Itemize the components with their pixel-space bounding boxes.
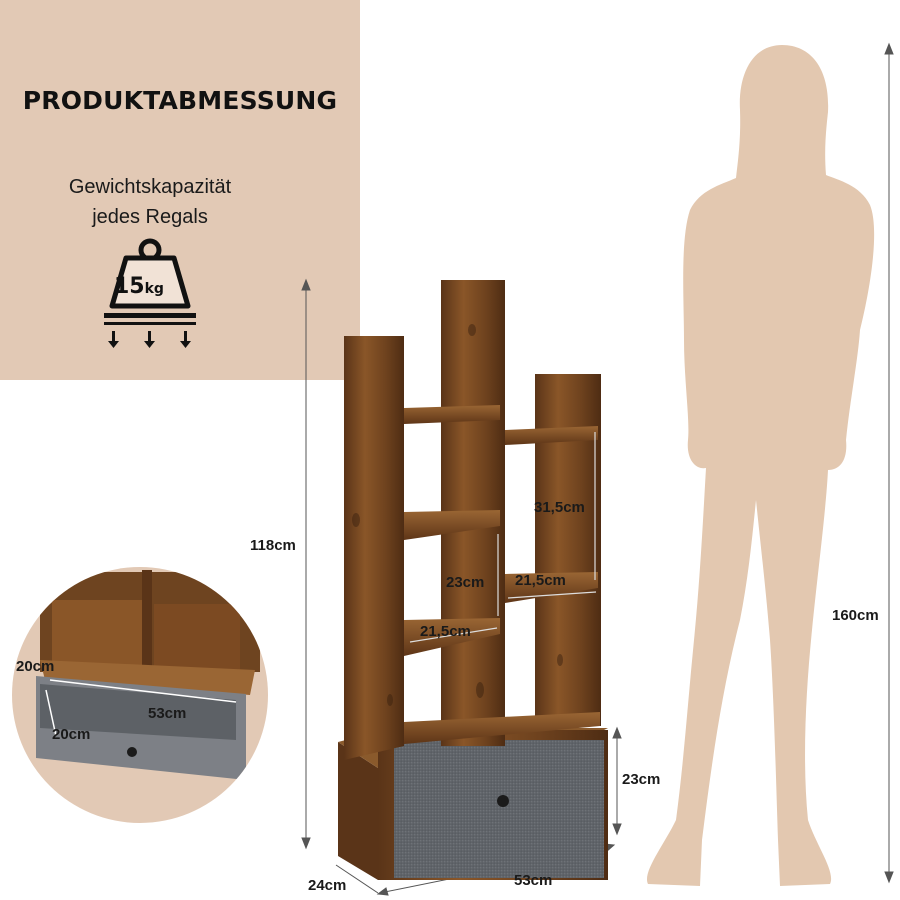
bookshelf-illustration: [338, 280, 608, 880]
upper-gap-label: 31,5cm: [534, 499, 585, 516]
drawer-width-detail-label: 53cm: [148, 705, 187, 722]
drawer-height-label: 23cm: [622, 771, 661, 788]
person-silhouette: [646, 45, 875, 886]
drawer-detail-circle: [12, 567, 268, 823]
person-height-label: 160cm: [832, 607, 879, 624]
weight-unit: kg: [144, 281, 164, 297]
weight-label: 15kg: [114, 274, 164, 299]
depth-label: 24cm: [308, 877, 347, 894]
capacity-caption: Gewichtskapazität jedes Regals: [0, 172, 300, 232]
drawer-height-detail-label: 20cm: [16, 658, 55, 675]
width-label: 53cm: [514, 872, 553, 889]
capacity-line-1: Gewichtskapazität: [68, 176, 232, 198]
middle-gap-label: 23cm: [446, 574, 485, 591]
shelf-width-left-label: 21,5cm: [420, 623, 471, 640]
drawer-depth-detail-label: 20cm: [52, 726, 91, 743]
weight-capacity-icon: [104, 238, 196, 348]
shelf-width-right-label: 21,5cm: [515, 572, 566, 589]
page-title: PRODUKTABMESSUNG: [22, 86, 338, 115]
shelf-height-label: 118cm: [250, 537, 296, 554]
capacity-line-2: jedes Regals: [92, 206, 208, 228]
weight-value: 15: [114, 274, 145, 299]
